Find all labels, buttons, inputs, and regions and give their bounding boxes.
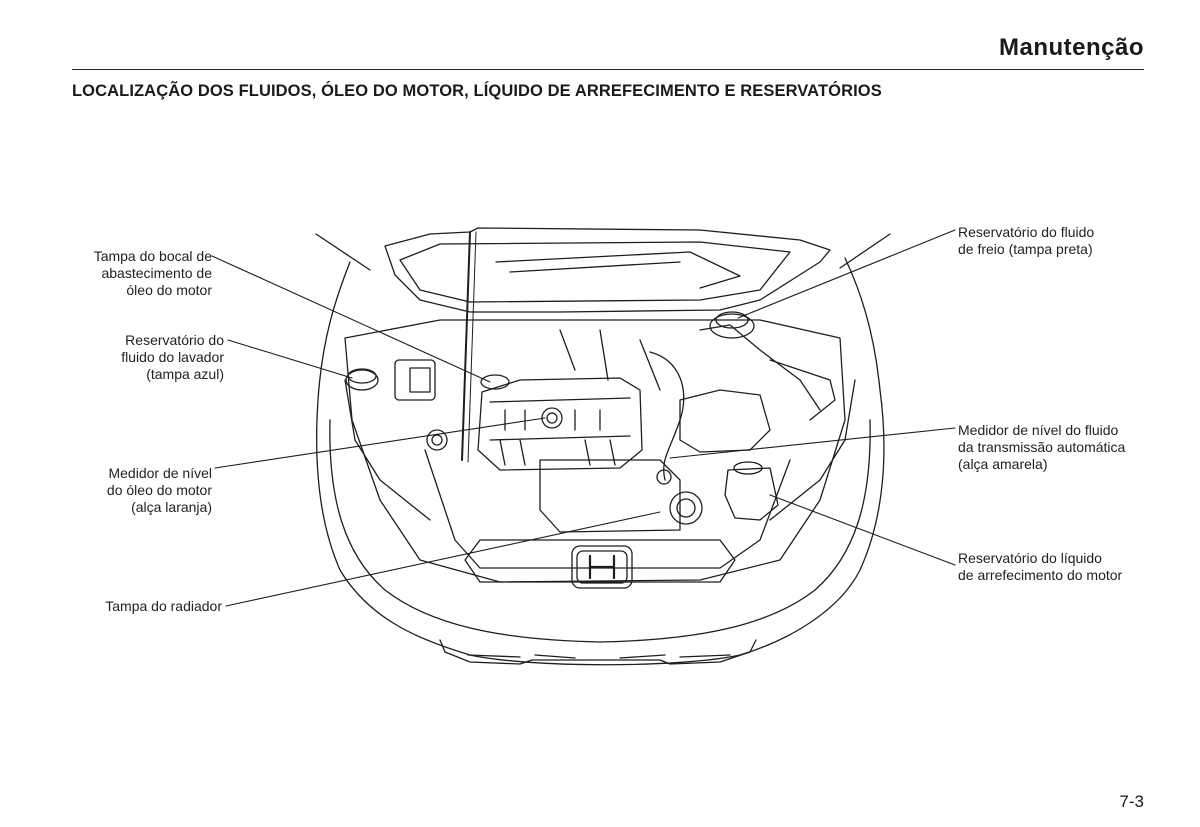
callout-brake-reservoir: Reservatório do fluido de freio (tampa p… xyxy=(958,224,1095,257)
engine-block xyxy=(477,329,685,481)
page-header-title: Manutenção xyxy=(998,34,1144,61)
header-divider xyxy=(72,69,1144,70)
open-hood xyxy=(315,227,891,463)
callout-atf-dipstick: Medidor de nível do fluido da transmissã… xyxy=(958,422,1126,472)
left-components xyxy=(345,359,448,451)
air-intake xyxy=(679,324,836,453)
callout-radiator-cap: Tampa do radiador xyxy=(105,598,222,614)
engine-bay-frame xyxy=(344,319,846,583)
radiator-area xyxy=(539,459,779,533)
callout-coolant-reservoir: Reservatório do líquido de arrefecimento… xyxy=(958,550,1123,583)
callout-leader-lines xyxy=(211,229,956,607)
callout-washer-reservoir: Reservatório do fluido do lavador (tampa… xyxy=(121,332,224,382)
page-number: 7-3 xyxy=(1119,792,1144,811)
callout-oil-dipstick: Medidor de nível do óleo do motor (alça … xyxy=(106,465,212,515)
callout-oil-fill-cap: Tampa do bocal de abastecimento de óleo … xyxy=(93,248,212,298)
oil-fill-cap xyxy=(480,374,510,390)
section-title: LOCALIZAÇÃO DOS FLUIDOS, ÓLEO DO MOTOR, … xyxy=(72,82,882,100)
brake-reservoir xyxy=(709,311,755,339)
front-grille xyxy=(464,539,736,589)
car-body-outline xyxy=(315,257,885,666)
